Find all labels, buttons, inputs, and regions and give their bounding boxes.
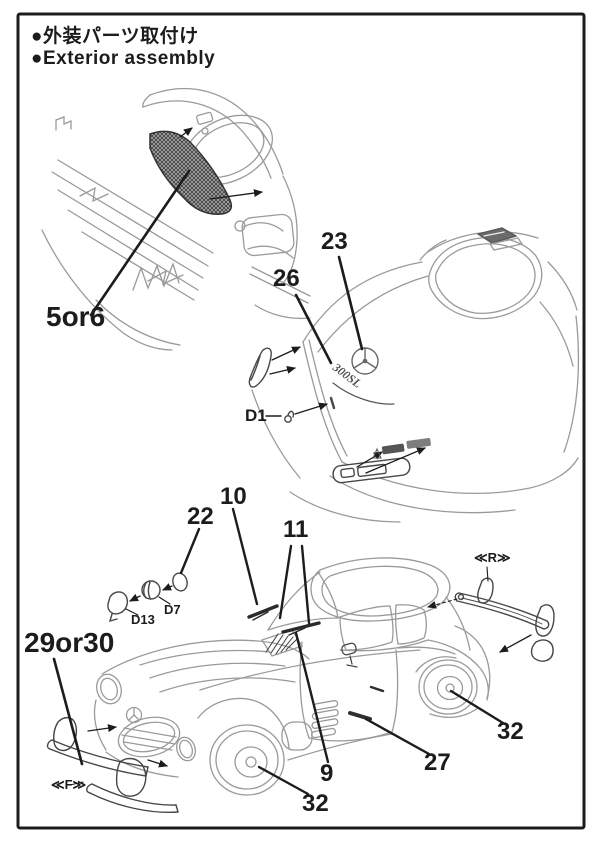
label-wiper-right: 11 bbox=[283, 516, 309, 543]
figure-car-side bbox=[46, 507, 555, 814]
mercedes-star-icon bbox=[351, 347, 379, 375]
label-star-emblem: 23 bbox=[321, 228, 348, 255]
label-front-marker: ≪F≫ bbox=[51, 777, 87, 792]
label-sill-trim: 27 bbox=[424, 749, 451, 776]
label-mirror-body: D7 bbox=[164, 602, 181, 617]
page-title-english: ●Exterior assembly bbox=[31, 48, 216, 69]
figure-rear-deck: 300SL bbox=[248, 227, 580, 523]
label-script-badge: 26 bbox=[273, 265, 300, 292]
label-mirror-housing: D13 bbox=[131, 612, 155, 627]
label-cowl-trim: 9 bbox=[320, 760, 334, 787]
label-mirror-glass: 22 bbox=[187, 503, 214, 530]
label-wiper-left: 10 bbox=[220, 483, 247, 510]
label-front-hubcap: 32 bbox=[302, 790, 329, 817]
fin-trim-part bbox=[248, 347, 272, 388]
label-grille-part: 5or6 bbox=[46, 301, 106, 332]
sill-trim-strip bbox=[348, 711, 372, 721]
page-title-japanese: ●外装パーツ取付け bbox=[31, 26, 199, 47]
clip-part-d1 bbox=[265, 410, 295, 423]
page-title: ●外装パーツ取付け ●Exterior assembly bbox=[31, 26, 215, 70]
door-mirror bbox=[341, 642, 358, 668]
label-front-bumper: 29or30 bbox=[24, 627, 115, 658]
page-border bbox=[16, 12, 586, 830]
label-clip-d1: D1 bbox=[245, 406, 267, 425]
grille-part bbox=[149, 130, 233, 215]
side-louvers bbox=[311, 699, 339, 739]
wiper-blades bbox=[247, 604, 321, 636]
front-bumper-part bbox=[46, 716, 179, 814]
mirror-parts bbox=[107, 572, 188, 623]
rear-bumper-part bbox=[454, 577, 555, 662]
script-badge-300sl: 300SL bbox=[329, 360, 395, 405]
figure-engine-bay bbox=[41, 88, 311, 351]
label-rear-hubcap: 32 bbox=[497, 718, 524, 745]
label-rear-marker: ≪R≫ bbox=[474, 550, 511, 565]
